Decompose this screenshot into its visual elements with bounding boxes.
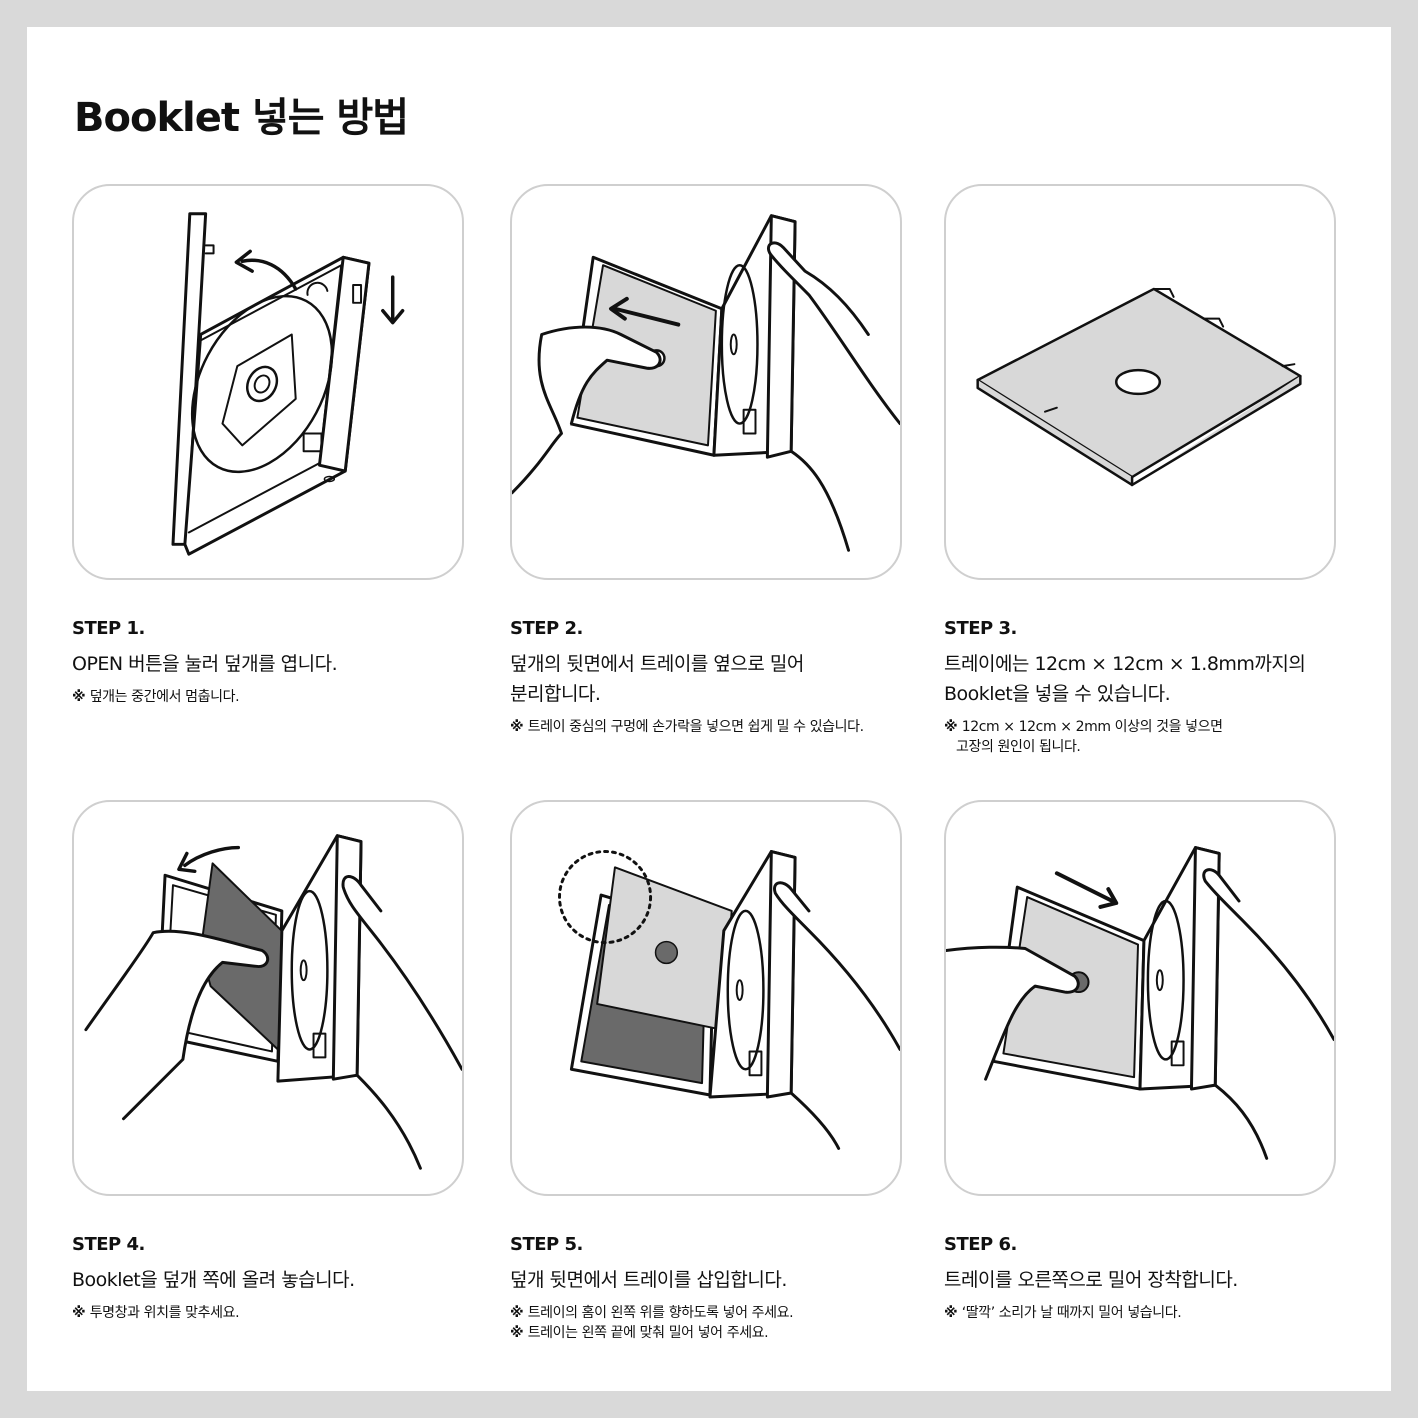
step-3-note-1-continuation: 고장의 원인이 됩니다. bbox=[956, 739, 1081, 755]
step-3-notes: 12cm × 12cm × 2mm 이상의 것을 넣으면 고장의 원인이 됩니다… bbox=[944, 717, 1344, 757]
step-6-illustration bbox=[944, 800, 1336, 1196]
step-1-note-1: 덮개는 중간에서 멈춥니다. bbox=[72, 687, 472, 707]
step-4-note-1: 투명창과 위치를 맞추세요. bbox=[72, 1303, 472, 1323]
step-5-notes: 트레이의 홈이 왼쪽 위를 향하도록 넣어 주세요. 트레이는 왼쪽 끝에 맞춰… bbox=[510, 1303, 910, 1343]
insert-tray-illustration bbox=[558, 850, 900, 1150]
step-1-illustration bbox=[72, 184, 464, 580]
step-5-instruction: 덮개 뒷면에서 트레이를 삽입합니다. bbox=[510, 1269, 787, 1291]
step-2-illustration bbox=[510, 184, 902, 580]
step-4-illustration bbox=[72, 800, 464, 1196]
step-6: STEP 6. 트레이를 오른쪽으로 밀어 장착합니다. ‘딸깍’ 소리가 날 … bbox=[944, 800, 1344, 1323]
push-tray-illustration bbox=[946, 846, 1334, 1160]
step-1-notes: 덮개는 중간에서 멈춥니다. bbox=[72, 687, 472, 707]
step-5-note-1: 트레이의 홈이 왼쪽 위를 향하도록 넣어 주세요. bbox=[510, 1303, 910, 1323]
step-2-notes: 트레이 중심의 구멍에 손가락을 넣으면 쉽게 밀 수 있습니다. bbox=[510, 717, 910, 737]
step-6-label: STEP 6. bbox=[944, 1234, 1017, 1255]
step-5: STEP 5. 덮개 뒷면에서 트레이를 삽입합니다. 트레이의 홈이 왼쪽 위… bbox=[510, 800, 910, 1343]
tray-illustration bbox=[976, 287, 1302, 487]
page-title: Booklet 넣는 방법 bbox=[74, 95, 409, 141]
step-6-instruction: 트레이를 오른쪽으로 밀어 장착합니다. bbox=[944, 1269, 1238, 1291]
step-1: STEP 1. OPEN 버튼을 눌러 덮개를 엽니다. 덮개는 중간에서 멈춥… bbox=[72, 184, 472, 707]
step-2-note-1: 트레이 중심의 구멍에 손가락을 넣으면 쉽게 밀 수 있습니다. bbox=[510, 717, 910, 737]
step-3-label: STEP 3. bbox=[944, 618, 1017, 639]
step-3-note-1: 12cm × 12cm × 2mm 이상의 것을 넣으면 bbox=[944, 717, 1344, 737]
step-3-instruction: 트레이에는 12cm × 12cm × 1.8mm까지의 Booklet을 넣을… bbox=[944, 653, 1306, 705]
step-2-instruction: 덮개의 뒷면에서 트레이를 옆으로 밀어 분리합니다. bbox=[510, 653, 804, 705]
slide-tray-illustration bbox=[512, 214, 900, 552]
step-2: STEP 2. 덮개의 뒷면에서 트레이를 옆으로 밀어 분리합니다. 트레이 … bbox=[510, 184, 910, 737]
step-5-label: STEP 5. bbox=[510, 1234, 583, 1255]
step-6-note-1: ‘딸깍’ 소리가 날 때까지 밀어 넣습니다. bbox=[944, 1303, 1344, 1323]
step-4-instruction: Booklet을 덮개 쪽에 올려 놓습니다. bbox=[72, 1269, 355, 1291]
step-4-label: STEP 4. bbox=[72, 1234, 145, 1255]
open-case-illustration bbox=[171, 212, 405, 556]
step-2-label: STEP 2. bbox=[510, 618, 583, 639]
step-3-illustration bbox=[944, 184, 1336, 580]
step-3: STEP 3. 트레이에는 12cm × 12cm × 1.8mm까지의 Boo… bbox=[944, 184, 1344, 757]
step-5-note-2: 트레이는 왼쪽 끝에 맞춰 밀어 넣어 주세요. bbox=[510, 1323, 910, 1343]
step-4: STEP 4. Booklet을 덮개 쪽에 올려 놓습니다. 투명창과 위치를… bbox=[72, 800, 472, 1323]
instruction-sheet: Booklet 넣는 방법 bbox=[27, 27, 1391, 1391]
place-booklet-illustration bbox=[84, 834, 462, 1170]
step-4-notes: 투명창과 위치를 맞추세요. bbox=[72, 1303, 472, 1323]
step-1-label: STEP 1. bbox=[72, 618, 145, 639]
step-5-illustration bbox=[510, 800, 902, 1196]
step-6-notes: ‘딸깍’ 소리가 날 때까지 밀어 넣습니다. bbox=[944, 1303, 1344, 1323]
step-1-instruction: OPEN 버튼을 눌러 덮개를 엽니다. bbox=[72, 653, 338, 675]
